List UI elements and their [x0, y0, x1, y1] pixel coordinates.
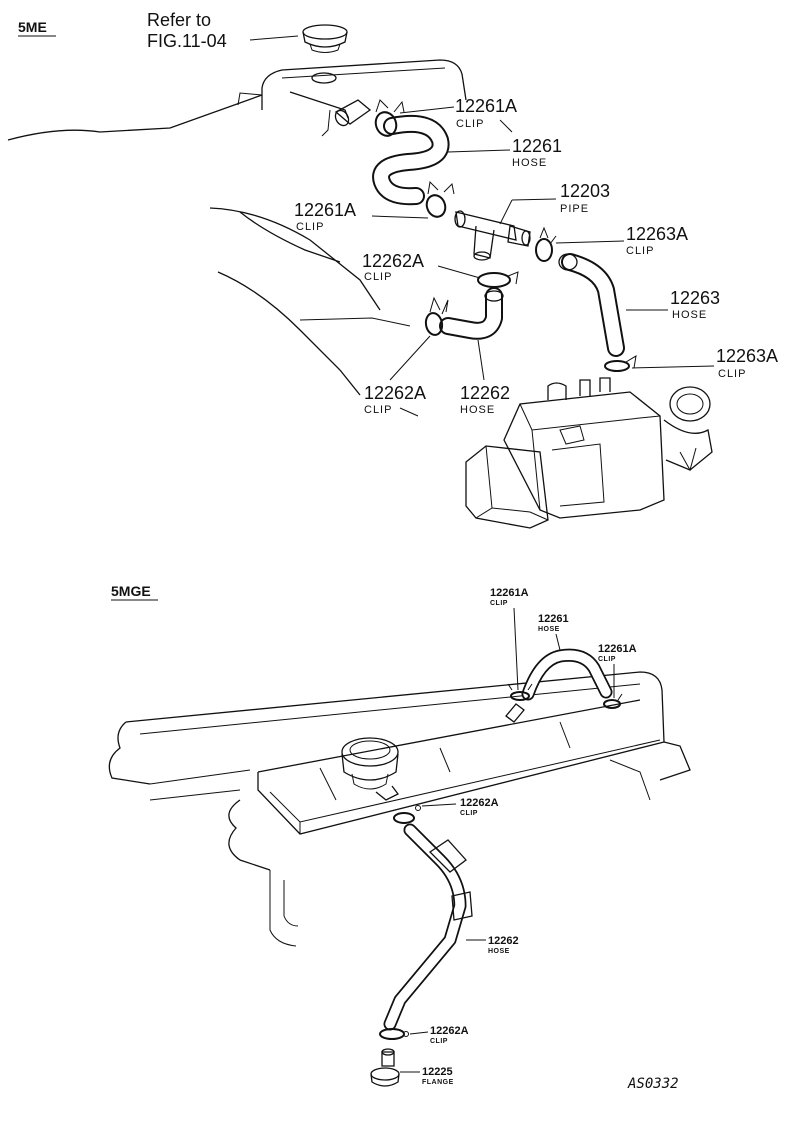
variant-label-5mge: 5MGE [111, 583, 151, 599]
oil-filler-cap [302, 24, 348, 53]
leader-12261a-upper [399, 106, 455, 114]
label-12262a-upper-name: CLIP [364, 271, 392, 283]
leader-12262a-upper-5mge [421, 803, 457, 807]
leader-12262a-lower-5mge [409, 1031, 429, 1035]
clip-12261a-left-5mge [507, 683, 533, 701]
label-12225-name: FLANGE [422, 1079, 454, 1086]
label-12262a-lower-5mge-number: 12262A [430, 1025, 469, 1037]
label-12261a-left-5mge-name: CLIP [490, 600, 508, 607]
label-12262a-lower-number: 12262A [364, 383, 426, 403]
clip-12262a-lower-5mge [379, 1028, 409, 1040]
label-12261-5mge-name: HOSE [538, 626, 560, 633]
label-12262-5mge-name: HOSE [488, 948, 510, 955]
label-12262-5mge-number: 12262 [488, 935, 519, 947]
label-12262-name: HOSE [460, 404, 495, 416]
reference-line2: FIG.11-04 [147, 31, 227, 51]
leader-12261a-middle [371, 215, 429, 219]
hose-12262-5mge [383, 823, 473, 1031]
leader-12263a-lower [631, 365, 715, 369]
hose-12261-5mge [521, 648, 613, 701]
label-12261a-middle-number: 12261A [294, 200, 356, 220]
clip-12262a-lower [424, 296, 449, 336]
leader-12261a-left-5mge [513, 607, 519, 691]
label-12262a-lower-name: CLIP [364, 404, 392, 416]
cam-cover-body [108, 671, 691, 947]
label-12262a-lower-5mge-name: CLIP [430, 1038, 448, 1045]
leader-12261a-upper-tick [499, 119, 513, 133]
clip-12263a-upper [535, 226, 557, 262]
label-12261a-right-5mge-name: CLIP [598, 656, 616, 663]
label-12261a-upper-name: CLIP [456, 118, 484, 130]
label-12261-number: 12261 [512, 136, 562, 156]
label-12263-number: 12263 [670, 288, 720, 308]
leader-12261 [447, 149, 511, 153]
leader-12203 [499, 199, 513, 225]
variant-label-5me: 5ME [18, 19, 47, 35]
label-12262a-upper-5mge-name: CLIP [460, 810, 478, 817]
label-12261a-upper-number: 12261A [455, 96, 517, 116]
label-12262a-upper-number: 12262A [362, 251, 424, 271]
clip-12261a-right-5mge [603, 693, 623, 709]
clip-12261a-middle [425, 180, 455, 218]
label-12262-number: 12262 [460, 383, 510, 403]
head-cover-nipple [334, 99, 372, 127]
label-12261-name: HOSE [512, 157, 547, 169]
label-12225-number: 12225 [422, 1066, 453, 1078]
flange-12225 [370, 1048, 400, 1087]
clip-12263a-lower [604, 355, 637, 372]
hose-12263 [558, 253, 625, 357]
oil-filler-cap-5mge [341, 737, 399, 801]
clip-12262a-upper-5mge [393, 805, 421, 824]
leader-12262 [477, 339, 485, 381]
leader-12203-b [511, 198, 557, 201]
label-12263-name: HOSE [672, 309, 707, 321]
label-12263a-lower-number: 12263A [716, 346, 778, 366]
label-12261a-left-5mge-number: 12261A [490, 587, 529, 599]
label-12203-number: 12203 [560, 181, 610, 201]
air-valve-assembly [465, 377, 713, 529]
cover-nipple-5mge [505, 703, 525, 723]
hose-12262 [439, 287, 504, 340]
engine-head-cover [7, 59, 467, 141]
reference-leader [249, 35, 299, 41]
label-12203-name: PIPE [560, 203, 589, 215]
label-12261a-middle-name: CLIP [296, 221, 324, 233]
hose-12261 [372, 114, 450, 206]
leader-12262a-upper [437, 265, 481, 279]
label-12261-5mge-number: 12261 [538, 613, 569, 625]
label-12262a-upper-5mge-number: 12262A [460, 797, 499, 809]
clip-12261a-upper [374, 99, 405, 137]
engine-side-outline [209, 207, 411, 396]
leader-12262a-lower [389, 335, 431, 381]
label-12263a-upper-number: 12263A [626, 224, 688, 244]
clip-12262a-upper [477, 271, 519, 288]
label-12261a-right-5mge-number: 12261A [598, 643, 637, 655]
label-12263a-upper-name: CLIP [626, 245, 654, 257]
drawing-code: AS0332 [627, 1076, 679, 1092]
pipe-12203 [454, 210, 531, 261]
leader-12261-5mge [555, 633, 561, 651]
leader-12263a-upper [555, 240, 625, 244]
reference-line1: Refer to [147, 10, 211, 30]
leader-12262a-lower-tick [399, 407, 419, 417]
label-12263a-lower-name: CLIP [718, 368, 746, 380]
